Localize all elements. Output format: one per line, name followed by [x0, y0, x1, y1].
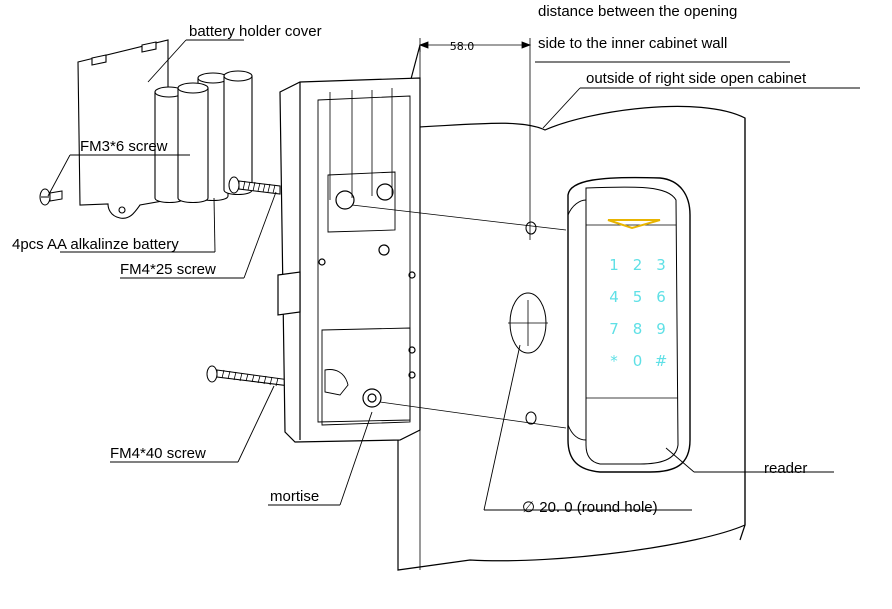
dimension-label: 58.0 [450, 40, 475, 53]
alignment-lines [351, 204, 567, 429]
aa-batteries [154, 70, 253, 204]
reader-device [567, 176, 691, 473]
label-battery-cover: battery holder cover [189, 23, 322, 40]
label-fm4-40-screw: FM4*40 screw [110, 445, 206, 462]
label-batteries: 4pcs AA alkalinze battery [12, 236, 179, 253]
label-round-hole: ∅ 20. 0 (round hole) [522, 499, 658, 516]
mortise-body [277, 77, 421, 443]
keypad-key: 3 [656, 256, 666, 274]
label-distance-line1: distance between the opening [538, 3, 737, 20]
fm4-25-screw [228, 176, 281, 195]
label-fm4-25-screw: FM4*25 screw [120, 261, 216, 278]
keypad-key: * [610, 352, 618, 370]
status-indicator [607, 219, 661, 230]
label-outside-cabinet: outside of right side open cabinet [586, 70, 807, 87]
keypad-key: 5 [633, 288, 643, 306]
lower-screw-hole [525, 411, 537, 425]
panel-holes [508, 221, 548, 425]
battery-holder-cover [77, 39, 169, 219]
keypad-key: 0 [633, 352, 643, 370]
keypad-key: 2 [633, 256, 643, 274]
dimension-marker [418, 38, 532, 240]
keypad-key: 1 [609, 256, 619, 274]
label-mortise: mortise [270, 488, 319, 505]
label-reader: reader [764, 460, 807, 477]
keypad-key: 9 [656, 320, 666, 338]
label-distance-line2: side to the inner cabinet wall [538, 35, 727, 52]
keypad-key: 6 [656, 288, 666, 306]
fm3-screw [39, 188, 63, 206]
label-fm3-screw: FM3*6 screw [80, 138, 168, 155]
keypad-key: 7 [609, 320, 619, 338]
upper-screw-hole [525, 221, 537, 235]
fm4-40-screw [206, 365, 291, 387]
keypad-key: 8 [633, 320, 643, 338]
keypad-key: 4 [609, 288, 619, 306]
leader-lines [47, 39, 860, 511]
keypad-key: # [655, 352, 668, 370]
